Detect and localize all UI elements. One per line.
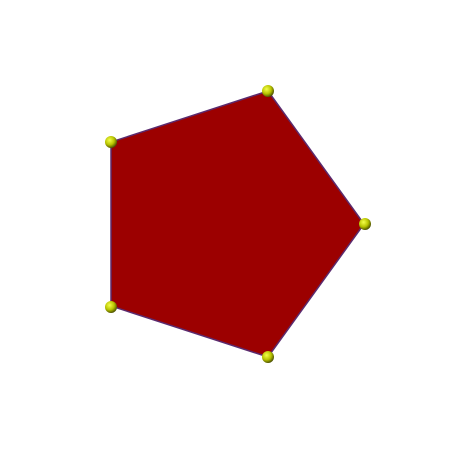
- vertex-markers: [105, 85, 371, 363]
- vertex-marker-4[interactable]: [105, 301, 117, 313]
- vertex-marker-5[interactable]: [105, 136, 117, 148]
- vertex-marker-1[interactable]: [262, 85, 274, 97]
- vertex-marker-2[interactable]: [359, 218, 371, 230]
- vertex-marker-3[interactable]: [262, 351, 274, 363]
- pentagon-face[interactable]: [110, 90, 365, 358]
